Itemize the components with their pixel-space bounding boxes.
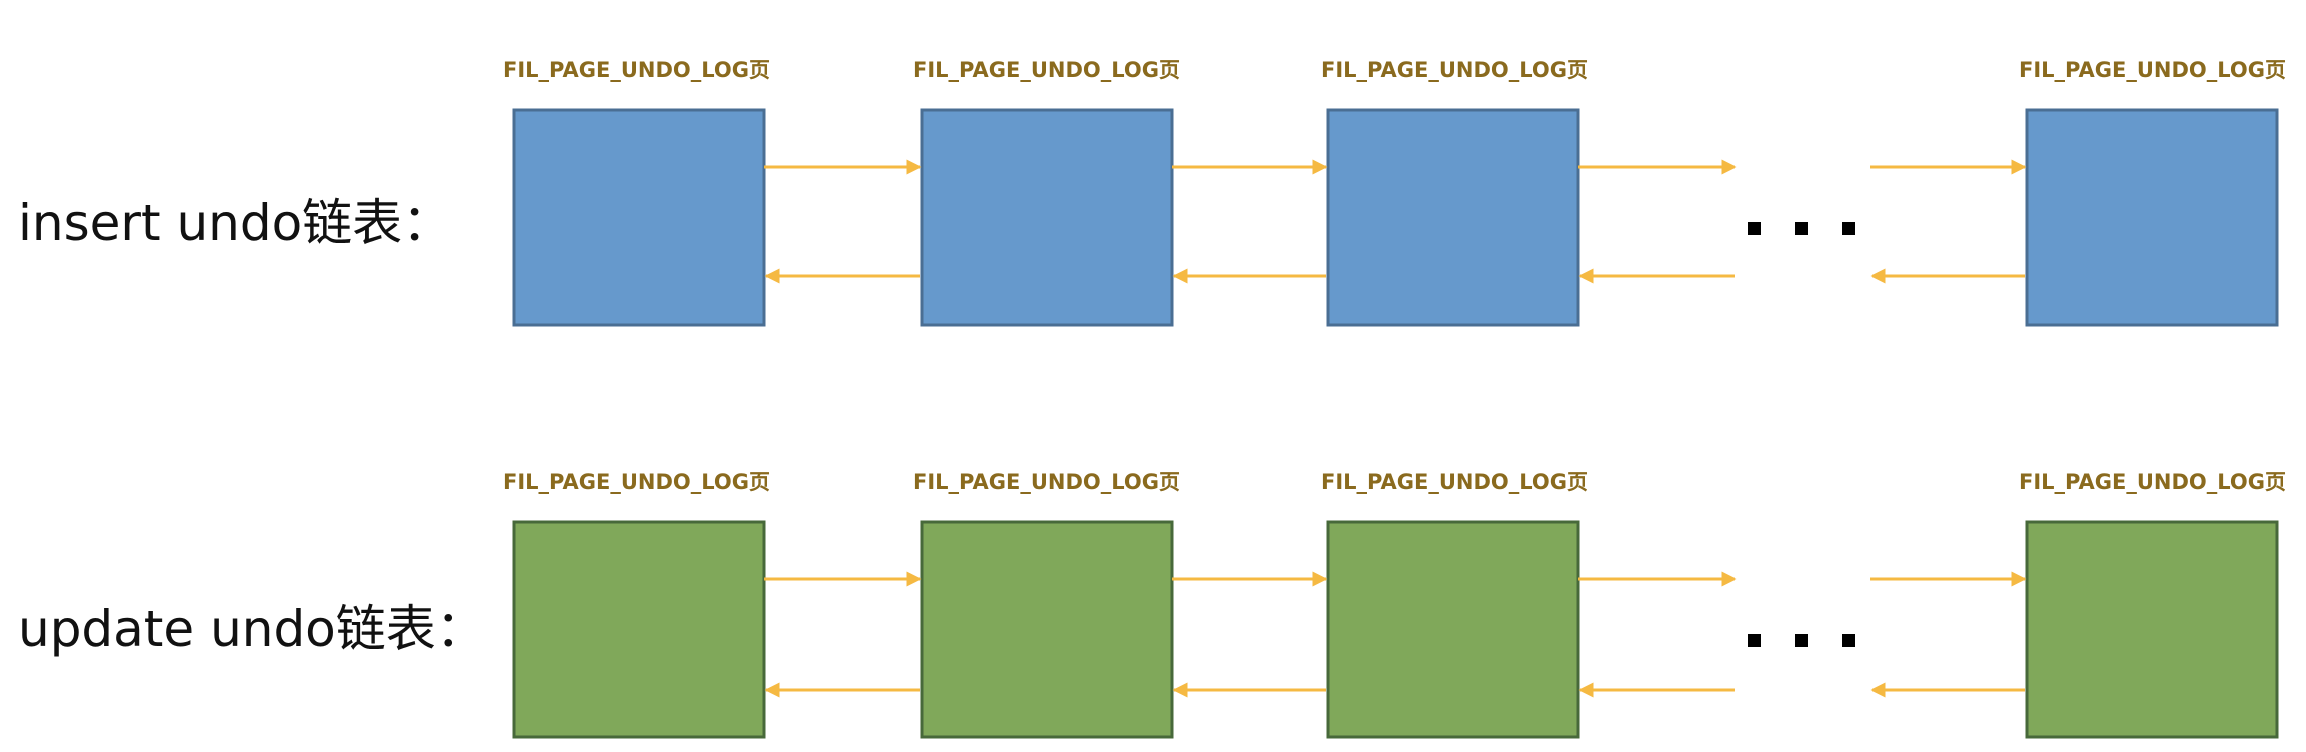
- update-page-1: [512, 520, 766, 739]
- update-undo-list-label: update undo链表：: [18, 600, 486, 658]
- insert-ellipsis-dot-1: [1748, 222, 1761, 235]
- update-page-3-caption: FIL_PAGE_UNDO_LOG页: [1321, 470, 1588, 494]
- update-ellipsis-dot-3: [1842, 634, 1855, 647]
- update-ellipsis: [1748, 634, 1855, 647]
- update-ellipsis-dot-2: [1795, 634, 1808, 647]
- insert-undo-list: insert undo链表： FIL_PAGE_UNDO_LOG页 FIL_PA…: [18, 58, 2286, 327]
- update-page-1-caption: FIL_PAGE_UNDO_LOG页: [503, 470, 770, 494]
- insert-page-1: [512, 108, 766, 327]
- update-page-4-caption: FIL_PAGE_UNDO_LOG页: [2019, 470, 2286, 494]
- insert-page-4: [2025, 108, 2279, 327]
- update-page-2: [920, 520, 1174, 739]
- insert-page-3-caption: FIL_PAGE_UNDO_LOG页: [1321, 58, 1588, 82]
- insert-page-4-caption: FIL_PAGE_UNDO_LOG页: [2019, 58, 2286, 82]
- insert-page-2: [920, 108, 1174, 327]
- update-undo-list: update undo链表： FIL_PAGE_UNDO_LOG页 FIL_PA…: [18, 470, 2286, 739]
- insert-ellipsis: [1748, 222, 1855, 235]
- update-page-2-caption: FIL_PAGE_UNDO_LOG页: [913, 470, 1180, 494]
- update-page-3: [1326, 520, 1580, 739]
- insert-page-3: [1326, 108, 1580, 327]
- insert-ellipsis-dot-2: [1795, 222, 1808, 235]
- insert-page-1-caption: FIL_PAGE_UNDO_LOG页: [503, 58, 770, 82]
- update-page-4: [2025, 520, 2279, 739]
- insert-ellipsis-dot-3: [1842, 222, 1855, 235]
- insert-undo-list-label: insert undo链表：: [18, 194, 452, 252]
- insert-page-2-caption: FIL_PAGE_UNDO_LOG页: [913, 58, 1180, 82]
- update-ellipsis-dot-1: [1748, 634, 1761, 647]
